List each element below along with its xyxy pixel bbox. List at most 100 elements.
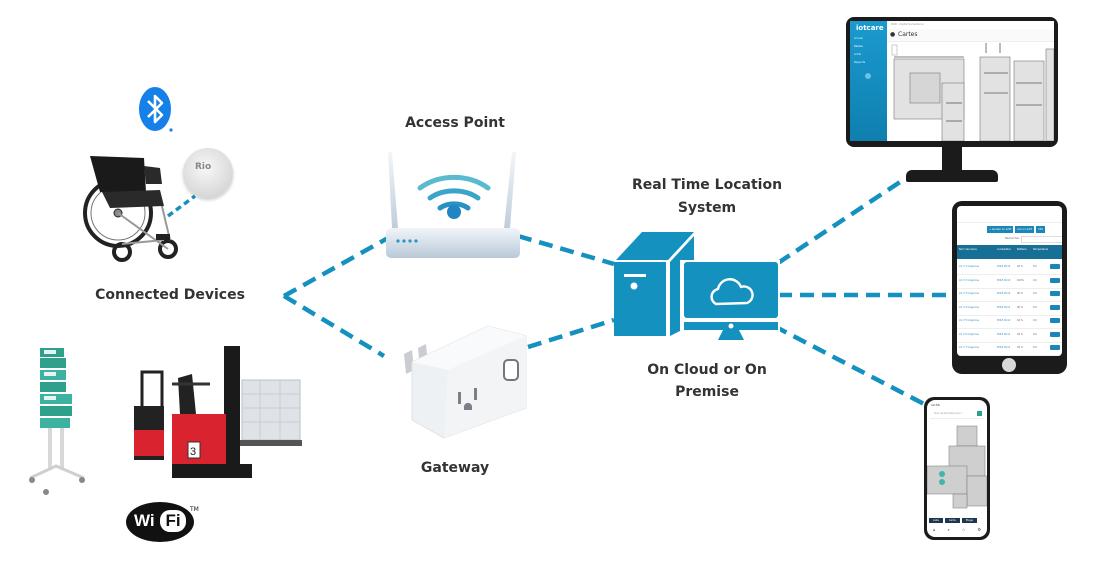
add-asset-button[interactable]: + Ajouter un actif bbox=[987, 226, 1014, 233]
table-cell-name: Lit n°1 Urgences bbox=[959, 265, 979, 268]
page-title: Cartes bbox=[898, 31, 918, 38]
wifi-tm: TM bbox=[190, 506, 199, 513]
table-cell-name: Lit n°6 Urgences bbox=[959, 332, 979, 336]
row-action-button[interactable] bbox=[1050, 264, 1060, 269]
table-cell-loc: POLE IN-11 bbox=[997, 346, 1011, 349]
asset-marker bbox=[939, 479, 945, 485]
table-cell-name: Lit n°5 Urgences bbox=[959, 319, 979, 322]
phone-device: 10:56 Que recherchez-vous ? Liste Carte … bbox=[924, 397, 990, 540]
gateway-label: Gateway bbox=[420, 460, 490, 476]
column-header[interactable]: Température bbox=[1033, 248, 1049, 251]
table-cell-temp: 0.0 bbox=[1033, 332, 1037, 336]
phone-floor-plan-map[interactable] bbox=[927, 422, 987, 517]
phone-tab-bar: ⌂ ⌕ ☆ ⚙ bbox=[927, 527, 987, 535]
sidebar-item-accueil[interactable]: Accueil bbox=[854, 37, 863, 40]
row-action-button[interactable] bbox=[1050, 291, 1060, 296]
wifi-logo-fi: Fi bbox=[160, 510, 186, 532]
table-row[interactable]: Lit n°7 Urgences POLE IN-11 94 % 0.0 bbox=[957, 342, 1062, 356]
floor-plan-map[interactable] bbox=[890, 43, 1054, 141]
app-sidebar: iotcare Accueil Balises Actifs Rapports bbox=[850, 21, 887, 141]
export-csv-button[interactable]: CSV bbox=[1036, 226, 1046, 233]
tablet-header bbox=[957, 206, 1062, 223]
qr-scan-icon[interactable] bbox=[977, 411, 982, 416]
column-header[interactable]: Nom des biens bbox=[959, 248, 977, 251]
deployment-label-line1: On Cloud or On bbox=[647, 362, 767, 378]
table-cell-bat: 100% bbox=[1017, 278, 1024, 282]
row-action-button[interactable] bbox=[1050, 277, 1060, 283]
table-cell-loc: POLE IN-11 bbox=[997, 305, 1011, 309]
rtls-label-line2: System bbox=[677, 200, 737, 216]
map-pin-icon: ● bbox=[890, 31, 896, 38]
table-cell-name: Lit n°4 Urgences bbox=[959, 305, 979, 309]
rio-tag-brand: Rio bbox=[195, 162, 212, 172]
infusion-pump-stand-image bbox=[29, 348, 85, 495]
phone-screen: 10:56 Que recherchez-vous ? Liste Carte … bbox=[927, 400, 987, 537]
phone-search-input[interactable]: Que recherchez-vous ? bbox=[934, 412, 963, 415]
phone-bottom-buttons: Liste Carte Etage bbox=[929, 518, 977, 523]
assets-table-header bbox=[957, 245, 1062, 259]
link-access-point-to-rtls bbox=[517, 233, 615, 267]
table-cell-loc: POLE IN-12 bbox=[997, 292, 1011, 295]
settings-tab-icon[interactable]: ⚙ bbox=[977, 527, 981, 532]
table-cell-temp: 0.0 bbox=[1033, 305, 1037, 309]
row-action-button[interactable] bbox=[1050, 318, 1060, 323]
table-cell-name: Lit n°3 Urgences bbox=[959, 292, 979, 295]
sidebar-item-actifs[interactable]: Actifs bbox=[854, 53, 861, 56]
table-cell-temp: 0.0 bbox=[1033, 265, 1037, 268]
table-cell-temp: 0.0 bbox=[1033, 346, 1037, 349]
column-header[interactable]: Localisation bbox=[997, 248, 1012, 251]
floor-select-button[interactable]: Etage bbox=[961, 518, 977, 523]
phone-search-bar[interactable]: Que recherchez-vous ? bbox=[930, 410, 984, 419]
table-cell-bat: 94 % bbox=[1017, 346, 1024, 349]
server-tower-icon bbox=[616, 232, 694, 260]
wifi-logo: Wi Fi bbox=[126, 502, 194, 542]
wifi-logo-wi: Wi bbox=[134, 511, 155, 530]
table-cell-bat: 94 % bbox=[1017, 319, 1024, 322]
link-asset-button[interactable]: Lier un actif bbox=[1015, 226, 1035, 233]
sidebar-collapse-button[interactable] bbox=[865, 73, 871, 79]
column-header[interactable]: Batterie bbox=[1017, 248, 1027, 251]
table-cell-loc: POLE IN-12 bbox=[997, 319, 1011, 322]
table-cell-bat: 94 % bbox=[1017, 332, 1024, 336]
table-cell-name: Lit n°2 Urgences bbox=[959, 278, 979, 282]
row-action-button[interactable] bbox=[1050, 304, 1060, 310]
monitor-stand-base bbox=[906, 170, 998, 182]
link-rtls-to-monitor bbox=[776, 176, 908, 265]
list-view-button[interactable]: Liste bbox=[929, 518, 943, 523]
asset-marker bbox=[939, 471, 945, 477]
wifi-signal-icon bbox=[417, 174, 491, 211]
tablet-home-button[interactable] bbox=[1002, 358, 1016, 372]
home-tab-icon[interactable]: ⌂ bbox=[933, 527, 936, 532]
row-action-button[interactable] bbox=[1050, 331, 1060, 337]
search-tab-icon[interactable]: ⌕ bbox=[947, 527, 950, 532]
monitor-cloud-icon bbox=[680, 260, 780, 340]
search-label: Rechercher bbox=[1005, 237, 1020, 240]
page-header: ● Cartes bbox=[887, 29, 1054, 42]
link-hub-to-gateway bbox=[282, 294, 386, 358]
map-view-button[interactable]: Carte bbox=[944, 518, 960, 523]
link-wheelchair-to-tag bbox=[166, 194, 197, 218]
sidebar-item-rapports[interactable]: Rapports bbox=[854, 61, 866, 64]
table-cell-bat: 94 % bbox=[1017, 265, 1024, 268]
connected-devices-label: Connected Devices bbox=[95, 287, 245, 303]
search-input[interactable] bbox=[1021, 236, 1062, 243]
sidebar-item-balises[interactable]: Balises bbox=[854, 45, 863, 48]
wheelchair-image bbox=[83, 156, 178, 262]
access-point-label: Access Point bbox=[405, 115, 505, 131]
forklift-image: 3 bbox=[134, 346, 302, 478]
table-cell-bat: 90 % bbox=[1017, 305, 1024, 309]
link-hub-to-access-point bbox=[282, 236, 390, 298]
cloud-icon bbox=[710, 278, 754, 306]
row-action-button[interactable] bbox=[1050, 345, 1060, 350]
table-row[interactable]: Lit n°4 Urgences POLE IN-11 90 % 0.0 bbox=[957, 302, 1062, 316]
table-cell-name: Lit n°7 Urgences bbox=[959, 346, 979, 349]
favorites-tab-icon[interactable]: ☆ bbox=[961, 527, 966, 532]
deployment-label-line2: Premise bbox=[675, 384, 739, 400]
phone-status-time: 10:56 bbox=[931, 403, 940, 407]
